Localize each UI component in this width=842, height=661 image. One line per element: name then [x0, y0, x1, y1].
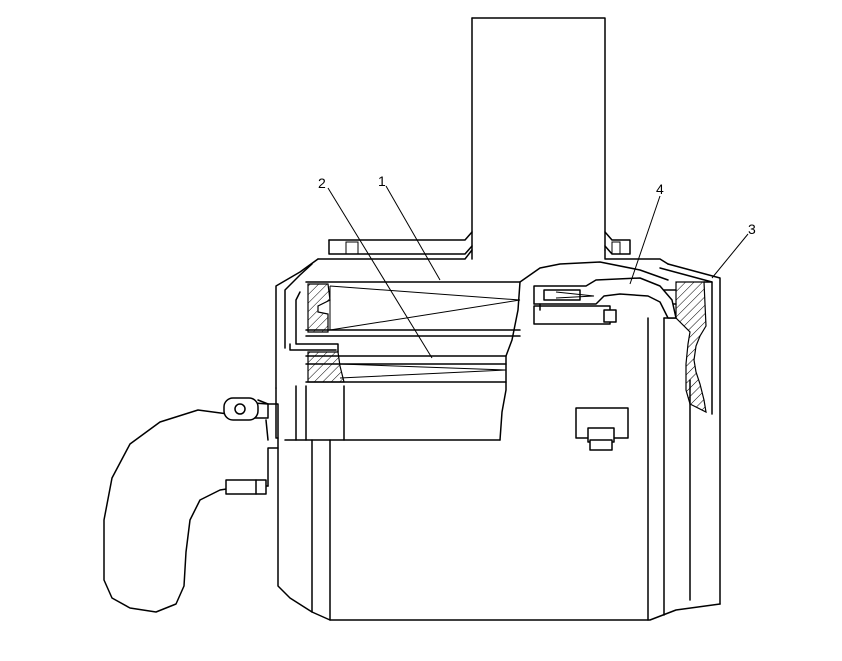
callout-4: 4 [656, 181, 664, 197]
seal-right [663, 281, 713, 415]
inlet-hose [103, 397, 279, 613]
filter-element-upper [305, 261, 669, 337]
outlet-duct [328, 17, 631, 255]
filter-element-lower [305, 281, 521, 441]
leader-lines [327, 185, 749, 359]
housing-body [275, 317, 721, 621]
callout-3: 3 [748, 221, 756, 237]
top-cover [275, 249, 721, 605]
latch-clamp [533, 277, 677, 325]
indicator-tab [575, 407, 629, 451]
seal-left [289, 283, 345, 383]
leader-4 [629, 195, 661, 285]
leader-3 [711, 233, 749, 279]
leader-2 [327, 187, 433, 359]
leader-1 [385, 185, 441, 281]
callout-1: 1 [378, 173, 386, 189]
callout-labels: 1 2 3 4 [318, 173, 756, 237]
callout-2: 2 [318, 175, 326, 191]
